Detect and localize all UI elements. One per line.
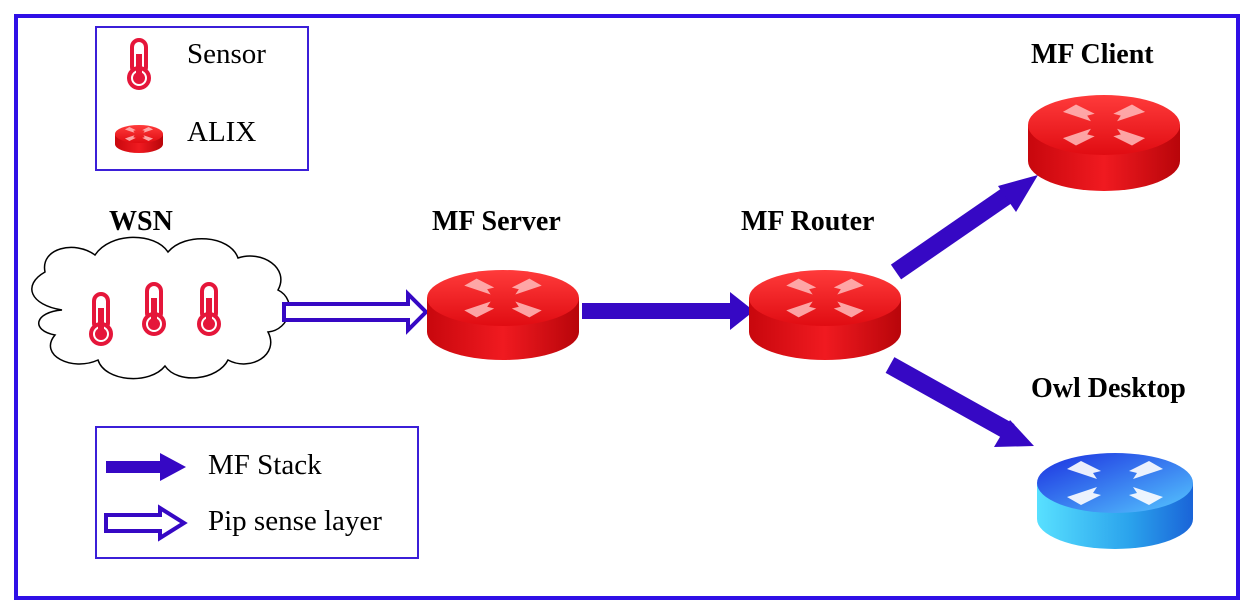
mf-stack-arrow-server-router [582,292,754,330]
mf-client-label: MF Client [1031,39,1154,70]
pip-sense-arrow-icon [104,504,188,542]
mf-server-router [427,270,579,360]
owl-desktop-label: Owl Desktop [1031,373,1186,404]
legend-top [95,26,309,171]
legend-pip-label: Pip sense layer [208,505,382,537]
mf-router-label: MF Router [741,206,875,237]
mf-stack-arrow-router-client [890,175,1038,280]
mf-router-router [749,270,901,360]
mf-client-router [1028,95,1180,191]
alix-router-icon [115,125,163,153]
mf-stack-arrow-router-desktop [885,357,1034,447]
sensor-icon [127,38,151,90]
legend-sensor-label: Sensor [187,38,266,70]
legend-bottom [95,426,419,559]
mf-server-label: MF Server [432,206,561,237]
wsn-label: WSN [109,206,173,237]
mf-stack-arrow-icon [106,453,186,481]
sensor-icon [197,282,221,336]
sensor-icon [142,282,166,336]
legend-alix-label: ALIX [187,116,257,148]
diagram-frame [14,14,1240,600]
legend-mf-stack-label: MF Stack [208,449,322,481]
pip-sense-arrow [282,289,429,335]
sensor-icon [89,292,113,346]
owl-desktop-router [1037,453,1193,549]
wsn-cloud [31,236,291,380]
